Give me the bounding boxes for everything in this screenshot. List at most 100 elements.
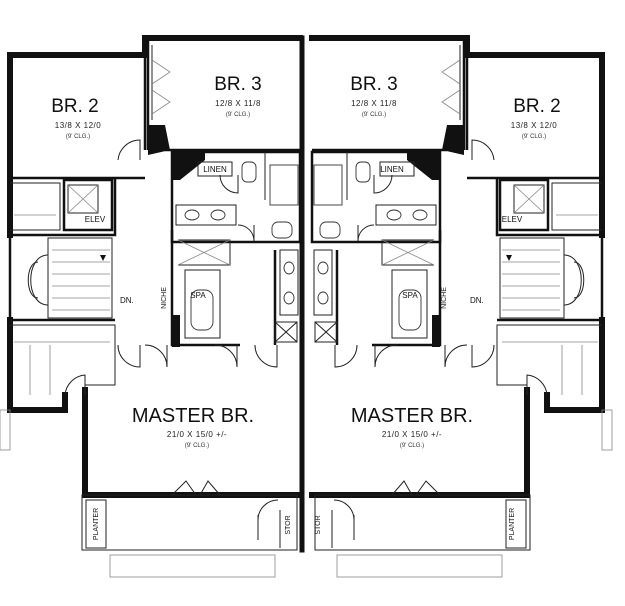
- door-swing: [357, 224, 375, 242]
- wall: [7, 392, 68, 413]
- elev-label: ELEV: [502, 215, 523, 224]
- dn-label: DN.: [120, 296, 134, 305]
- master-name: MASTER BR.: [351, 405, 473, 427]
- balcony-doors: [391, 480, 441, 496]
- master-name: MASTER BR.: [132, 405, 254, 427]
- spa-tub-frame: [184, 269, 221, 339]
- shower-enclosure: [178, 239, 231, 266]
- wall-chunk: [432, 315, 440, 347]
- br2-dim: 13/8 X 12/0: [511, 121, 557, 130]
- shower-x: [177, 239, 231, 266]
- br3-dim: 12/8 X 11/8: [351, 99, 397, 108]
- door-swing: [144, 344, 168, 368]
- shower-x: [381, 239, 435, 266]
- elevator-shaft: [62, 178, 114, 232]
- right-unit: [309, 35, 613, 578]
- wall-chunk: [407, 152, 440, 180]
- stair-treads: [52, 249, 110, 311]
- elevator-shaft: [498, 178, 550, 232]
- toilet: [319, 221, 341, 239]
- balcony-doors: [171, 480, 221, 496]
- br2-name: BR. 2: [51, 96, 99, 117]
- wall-chunk: [442, 125, 464, 155]
- door-swing: [117, 139, 141, 161]
- spa-label: SPA: [190, 291, 206, 300]
- sink: [317, 291, 329, 305]
- stor-walls: [257, 510, 281, 548]
- spa-tub: [190, 289, 214, 331]
- stor-x: [274, 321, 298, 343]
- door-swing: [444, 344, 468, 368]
- balcony-rail: [109, 554, 276, 578]
- door-swing: [214, 344, 238, 368]
- door-swing: [257, 499, 279, 521]
- sink: [210, 209, 226, 221]
- sink: [283, 261, 295, 275]
- bifold-doors: [441, 59, 461, 115]
- toilet: [241, 161, 257, 183]
- left-unit: BR. 2 13/8 X 12/0 (9' CLG.) BR. 3 12/8 X…: [0, 35, 305, 578]
- door-swing: [373, 174, 393, 194]
- shower-enclosure: [381, 239, 434, 266]
- stair-arrow: [100, 255, 106, 261]
- vanity: [375, 204, 437, 226]
- side-deck: [0, 409, 11, 451]
- door-swing: [219, 174, 239, 194]
- shower: [269, 164, 299, 206]
- right-unit-labels: BR. 2 13/8 X 12/0 (9' CLG.) BR. 3 12/8 X…: [315, 74, 561, 540]
- br2-name: BR. 2: [513, 96, 561, 117]
- niche-label: NICHE: [441, 287, 448, 309]
- br3-clg: (9' CLG.): [226, 112, 250, 118]
- door-swing: [237, 224, 255, 242]
- stair-curve: [563, 254, 582, 306]
- vanity: [279, 249, 299, 316]
- shower: [313, 164, 343, 206]
- stair-arrow: [506, 255, 512, 261]
- wall-chunk: [148, 125, 170, 155]
- closet: [496, 324, 602, 386]
- br2-clg: (9' CLG.): [522, 134, 546, 140]
- elevator-x: [513, 184, 545, 214]
- door-swing: [471, 344, 495, 368]
- wall-chunk: [172, 315, 180, 347]
- stor-label: STOR: [315, 515, 322, 534]
- sink: [317, 261, 329, 275]
- br3-name: BR. 3: [214, 74, 262, 95]
- door-swing: [471, 139, 495, 161]
- wall: [495, 178, 602, 237]
- planter-box: [505, 499, 527, 549]
- br2-clg: (9' CLG.): [66, 134, 90, 140]
- door-swing: [334, 344, 358, 368]
- wall: [497, 235, 604, 322]
- master-dim: 21/0 X 15/0 +/-: [167, 430, 227, 439]
- linen-closet: [379, 161, 415, 177]
- elevator-car: [513, 184, 545, 214]
- sink: [412, 209, 428, 221]
- stor-x: [314, 321, 338, 343]
- stair-curve: [27, 261, 39, 299]
- bifold-doors: [151, 59, 171, 115]
- toilet: [355, 161, 371, 183]
- bath-block: [170, 150, 302, 244]
- stor-walls: [331, 510, 355, 548]
- spa-tub: [398, 289, 422, 331]
- side-deck: [601, 409, 613, 451]
- wall: [10, 178, 117, 237]
- br3-clg: (9' CLG.): [362, 112, 386, 118]
- door-swing: [526, 374, 548, 396]
- vanity: [175, 204, 237, 226]
- br3-name: BR. 3: [350, 74, 398, 95]
- sink: [386, 209, 402, 221]
- planter-label: PLANTER: [93, 508, 100, 540]
- linen-label: LINEN: [380, 165, 404, 174]
- elevator-car: [67, 184, 99, 214]
- door-swing: [117, 344, 141, 368]
- linen-closet: [197, 161, 233, 177]
- spa-tub-frame: [391, 269, 428, 339]
- stair-treads: [502, 249, 560, 311]
- stair-curve: [573, 261, 585, 299]
- stor-cabinet: [314, 321, 338, 343]
- stair-frame: [499, 237, 565, 319]
- balcony-rail: [336, 554, 503, 578]
